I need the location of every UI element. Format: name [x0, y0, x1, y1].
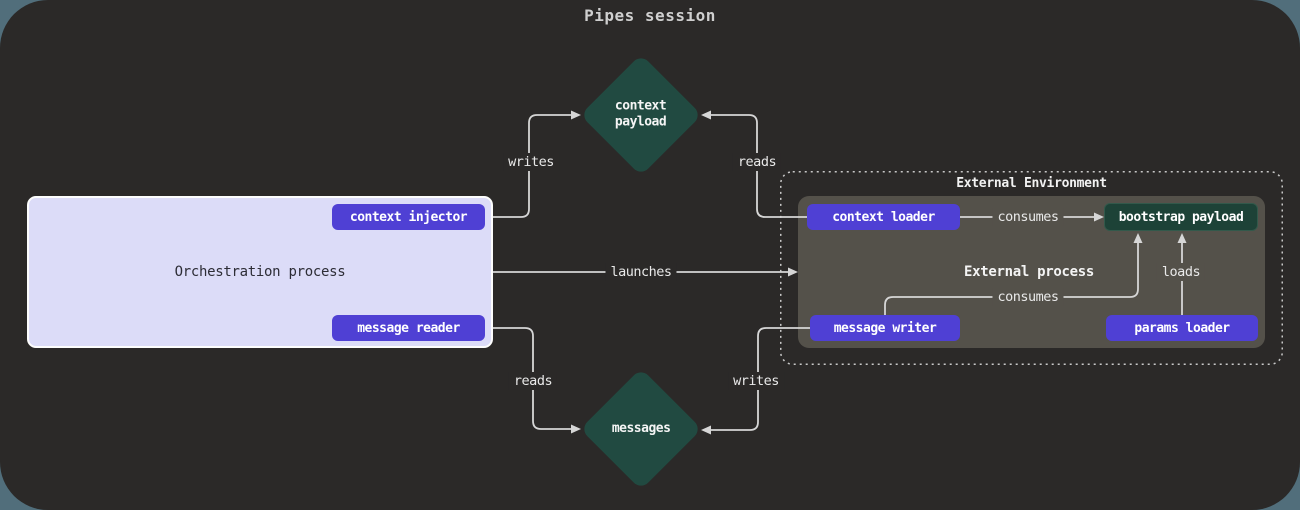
orchestration-process-label: Orchestration process	[174, 264, 346, 280]
external-process-label: External process	[963, 264, 1095, 280]
message-reader-label: message reader	[357, 320, 460, 336]
context-injector-label: context injector	[349, 209, 468, 225]
node-context-injector: context injector	[332, 204, 485, 230]
edge-label-loads: loads	[1156, 263, 1206, 281]
edge-label-consumes-mid: consumes	[992, 288, 1064, 306]
params-loader-label: params loader	[1134, 320, 1230, 336]
arrowhead	[701, 110, 711, 120]
node-bootstrap-payload: bootstrap payload	[1104, 203, 1258, 231]
edge-label-reads-bottom: reads	[508, 372, 558, 390]
context-loader-label: context loader	[832, 209, 935, 225]
edge-label-consumes-top: consumes	[992, 208, 1064, 226]
context-payload-label: context payload	[615, 98, 667, 130]
arrowhead	[571, 424, 581, 434]
edge-label-launches: launches	[605, 263, 677, 281]
bootstrap-payload-label: bootstrap payload	[1118, 209, 1244, 225]
messages-diamond: messages	[580, 368, 702, 490]
node-message-writer: message writer	[810, 315, 960, 341]
context-payload-diamond: context payload	[580, 54, 702, 176]
node-params-loader: params loader	[1106, 315, 1258, 341]
arrowhead	[571, 110, 581, 120]
external-environment-label: External Environment	[956, 176, 1107, 191]
edge-label-writes-bottom: writes	[728, 372, 784, 390]
edge-label-reads-top: reads	[732, 153, 782, 171]
node-message-reader: message reader	[332, 315, 485, 341]
message-writer-label: message writer	[833, 320, 937, 336]
diagram-title: Pipes session	[584, 6, 716, 25]
edge-label-writes-top: writes	[503, 153, 559, 171]
messages-label: messages	[611, 420, 671, 436]
arrowhead	[701, 425, 711, 435]
node-context-loader: context loader	[807, 204, 960, 230]
